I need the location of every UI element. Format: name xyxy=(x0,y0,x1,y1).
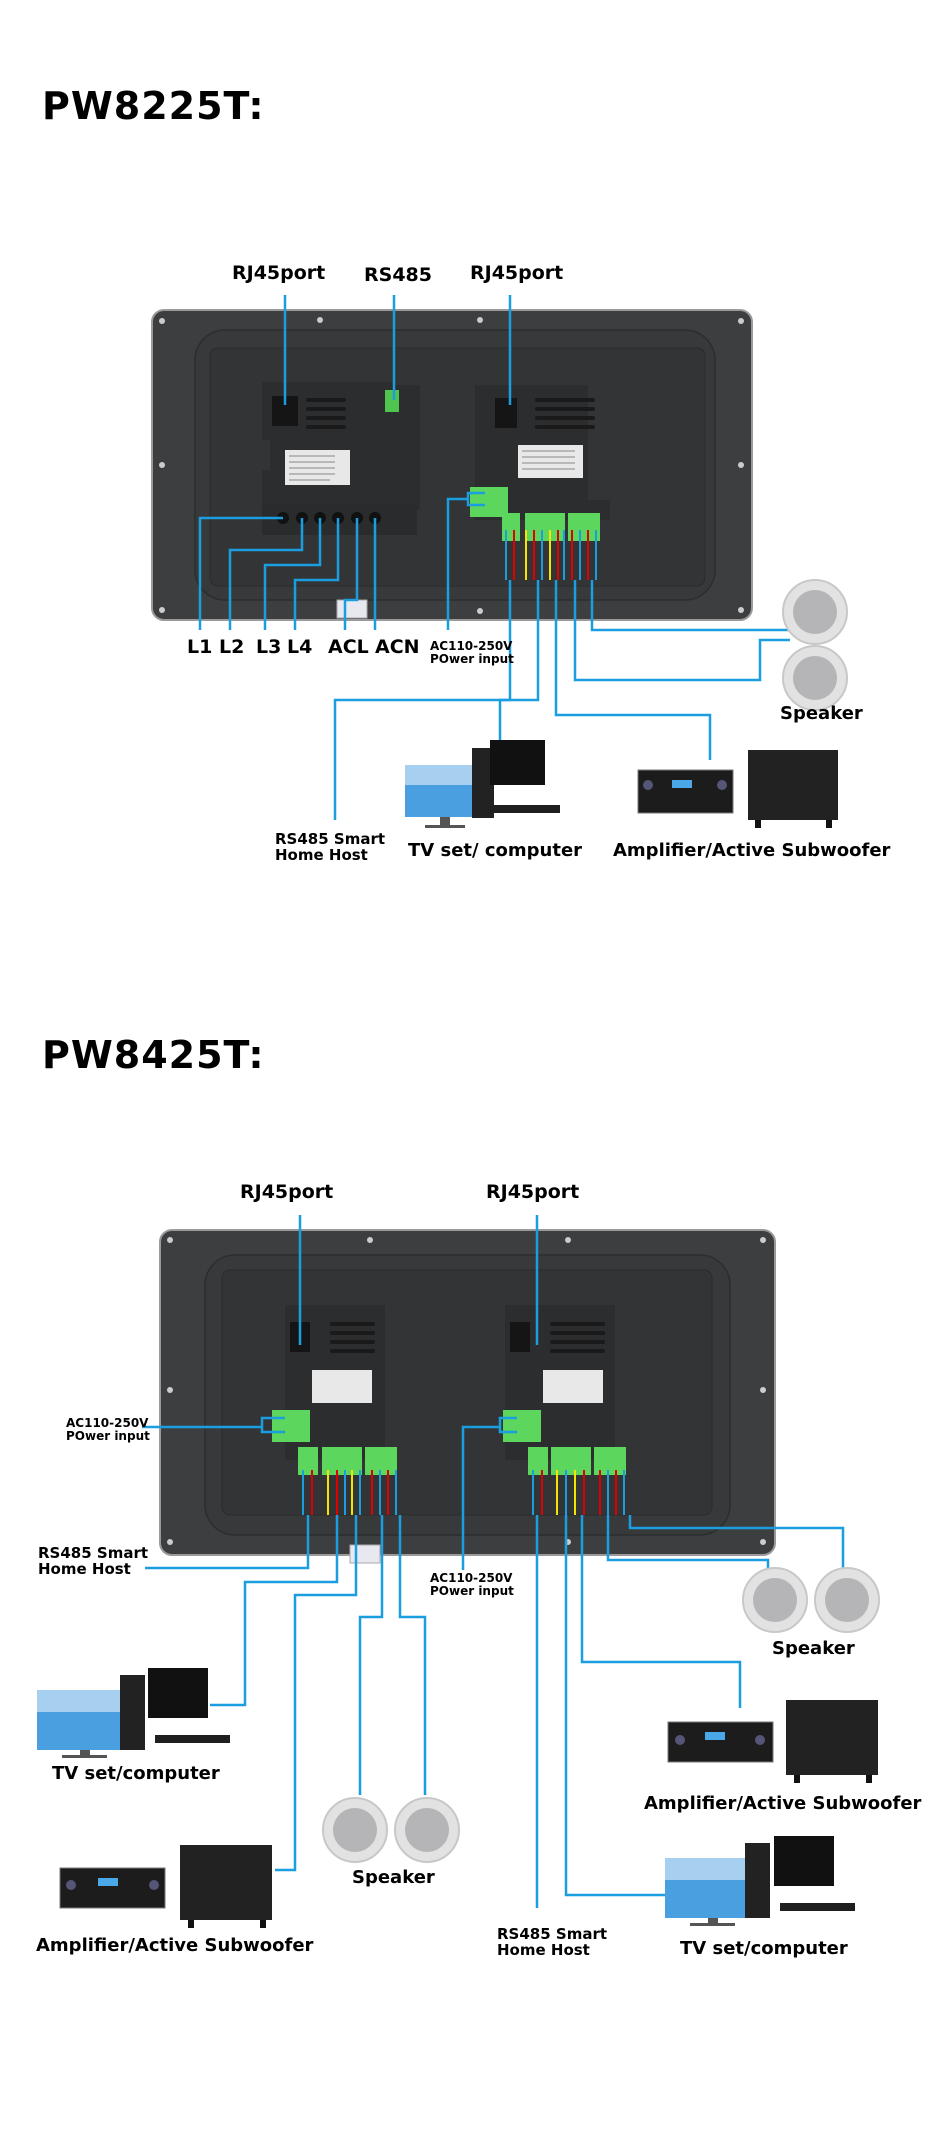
tv-computer-icon xyxy=(405,740,560,828)
pw8225t-terminal-wires xyxy=(505,530,597,580)
label-l2: L2 xyxy=(219,636,245,658)
tv-computer-icon xyxy=(37,1668,230,1758)
label-speaker-left: Speaker xyxy=(352,1867,435,1888)
label-rs485: RS485 xyxy=(364,264,432,286)
label-l4: L4 xyxy=(287,636,313,658)
speaker-icon xyxy=(742,1567,808,1633)
pw8225t-leader-lines xyxy=(198,295,790,820)
tv-computer-icon xyxy=(665,1836,855,1926)
label-rj45-port-right: RJ45port xyxy=(486,1181,580,1203)
label-amplifier-subwoofer-left: Amplifier/Active Subwoofer xyxy=(36,1935,314,1956)
label-l3: L3 xyxy=(256,636,282,658)
model-title-pw8425t: PW8425T: xyxy=(42,1033,265,1077)
speaker-icon xyxy=(782,579,848,645)
label-power-input-right: AC110-250V POwer input xyxy=(430,1571,514,1598)
label-rs485-smart-home-host: RS485 Smart Home Host xyxy=(275,830,386,864)
amplifier-subwoofer-icon xyxy=(637,750,838,828)
label-l1: L1 xyxy=(187,636,213,658)
label-tv-computer-left: TV set/computer xyxy=(52,1763,220,1784)
model-title-pw8225t: PW8225T: xyxy=(42,84,265,128)
label-speaker-right: Speaker xyxy=(772,1638,855,1659)
label-tv-computer-right: TV set/computer xyxy=(680,1938,848,1959)
speaker-icon xyxy=(322,1797,388,1863)
label-rj45-port-right: RJ45port xyxy=(470,262,564,284)
amplifier-subwoofer-icon xyxy=(667,1700,878,1783)
label-speaker: Speaker xyxy=(780,703,863,724)
pw8425t-panel xyxy=(159,1229,776,1564)
label-acl: ACL xyxy=(328,636,369,658)
pw8425t-terminal-wires xyxy=(302,1470,625,1515)
label-acn: ACN xyxy=(375,636,420,658)
label-amplifier-subwoofer: Amplifier/Active Subwoofer xyxy=(613,840,891,861)
pw8425t-leader-lines xyxy=(142,1215,845,1908)
label-power-input: AC110-250V POwer input xyxy=(430,639,514,666)
label-rs485-smart-home-host-left: RS485 Smart Home Host xyxy=(38,1544,149,1578)
label-power-input-left: AC110-250V POwer input xyxy=(66,1416,150,1443)
label-amplifier-subwoofer-right: Amplifier/Active Subwoofer xyxy=(644,1793,922,1814)
pw8225t-panel xyxy=(151,309,753,621)
label-rj45-port-left: RJ45port xyxy=(240,1181,334,1203)
label-rs485-smart-home-host-right: RS485 Smart Home Host xyxy=(497,1925,608,1959)
speaker-icon xyxy=(394,1797,460,1863)
label-rj45-port-left: RJ45port xyxy=(232,262,326,284)
speaker-icon xyxy=(814,1567,880,1633)
amplifier-subwoofer-icon xyxy=(59,1845,272,1928)
speaker-icon xyxy=(782,645,848,711)
label-tv-computer: TV set/ computer xyxy=(408,840,583,861)
